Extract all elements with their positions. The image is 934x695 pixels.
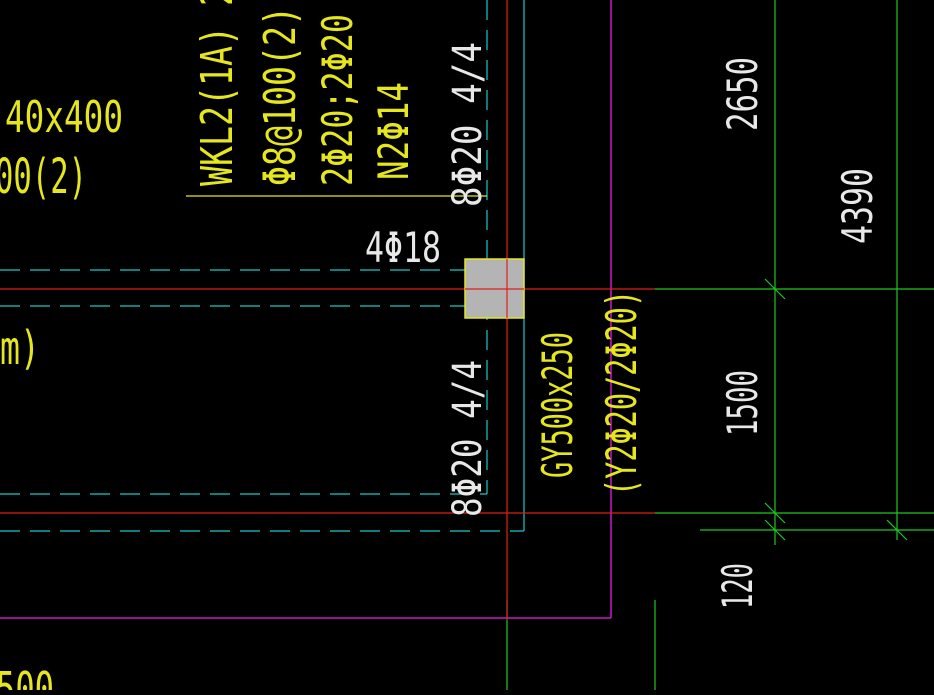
- column-GZ[interactable]: [464, 258, 525, 319]
- unit-partial: m): [0, 321, 40, 375]
- beam-section-partial: 40x400: [5, 92, 123, 143]
- wkl-title: WKL2(1A) 2: [192, 0, 243, 186]
- dimension-lines: [506, 0, 934, 690]
- gy-bars-label: (Y2Φ20/2Φ20): [597, 290, 646, 496]
- wkl-stirrup: Φ8@100(2): [255, 6, 306, 186]
- lower-rebar-label: 8Φ20 4/4: [445, 360, 491, 517]
- dim-tick-2: [764, 502, 786, 524]
- wkl-top-bars: 2Φ20;2Φ20: [313, 14, 362, 186]
- boundary-lines: [0, 0, 612, 619]
- gy-section-label: GY500x250: [533, 332, 582, 478]
- upper-rebar-label: 8Φ20 4/4: [445, 42, 491, 207]
- dimension-120: 120: [713, 563, 762, 609]
- dimension-2650: 2650: [718, 57, 767, 131]
- beam-stirrup-partial: 00(2): [0, 149, 87, 205]
- wkl-side-bars: N2Φ14: [369, 82, 418, 180]
- dim-tick-1: [764, 278, 786, 300]
- bottom-partial: 500: [0, 662, 54, 690]
- dim-tick-4: [886, 519, 908, 541]
- dimension-1500: 1500: [718, 370, 767, 436]
- dimension-4390: 4390: [833, 168, 882, 244]
- column-rebar-label: 4Φ18: [365, 223, 441, 272]
- dim-tick-3: [764, 519, 786, 541]
